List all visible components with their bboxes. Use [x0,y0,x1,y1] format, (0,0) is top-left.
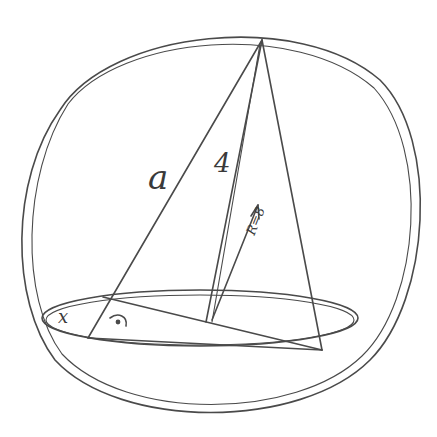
base-chord [88,338,322,350]
height-label: 4 [214,150,231,176]
slant-edge [88,40,262,338]
radius-label: R=8 [244,205,267,237]
sphere-outline [22,37,420,412]
angle-mark [110,315,126,326]
height-line [212,44,260,322]
sphere-outline [32,44,411,404]
angle-dot [116,320,119,323]
side-label: a [148,160,168,194]
height-line [206,40,262,322]
angle-label: x [58,308,68,326]
slant-edge [262,40,322,350]
base-chord [103,297,322,350]
